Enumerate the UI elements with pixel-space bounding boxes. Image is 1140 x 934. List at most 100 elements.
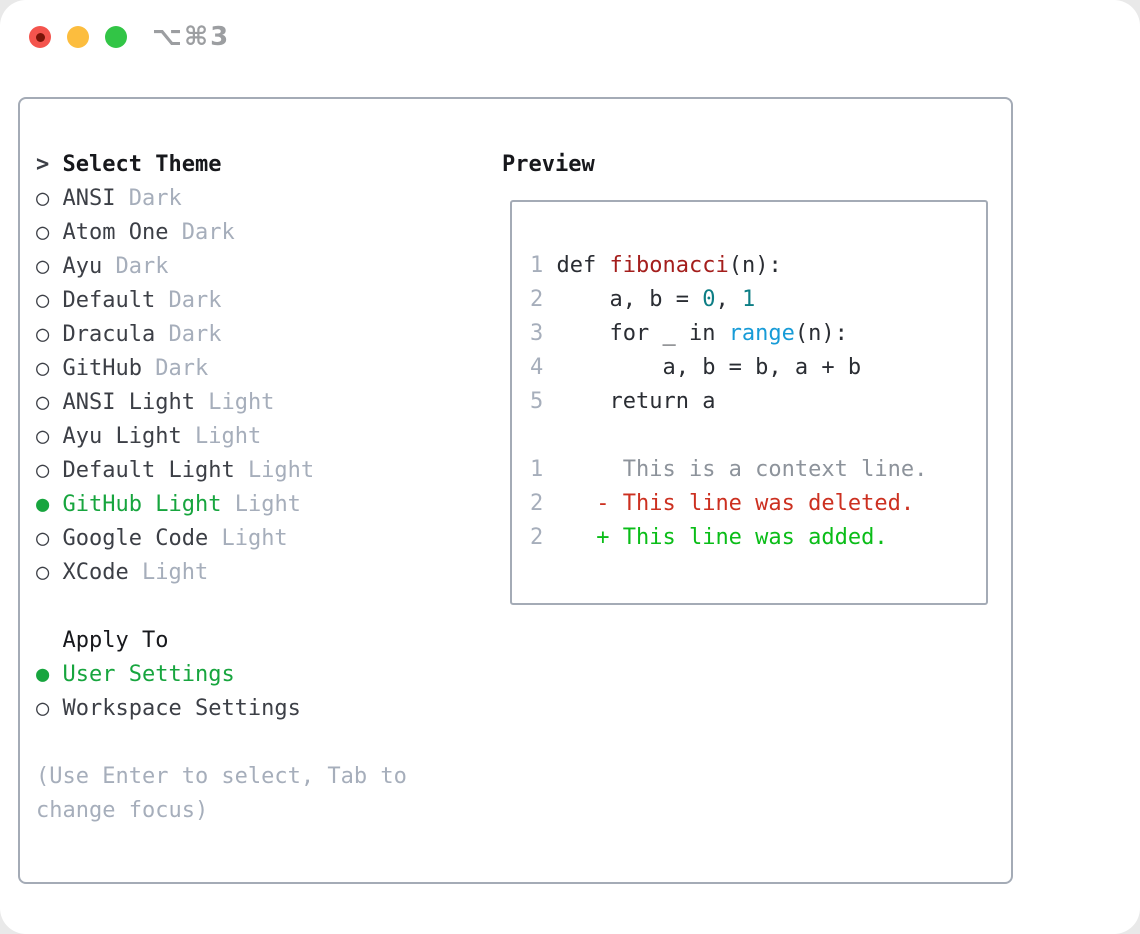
theme-name-label: ANSI Light	[62, 390, 195, 415]
apply-to-header: Apply To	[62, 628, 169, 653]
code-line: 4 a, b = b, a + b	[530, 351, 986, 385]
zoom-button[interactable]	[105, 26, 127, 48]
theme-name-label: GitHub	[62, 356, 142, 381]
theme-variant-label: Light	[234, 492, 301, 517]
code-segment-plain: for _ in	[556, 321, 729, 346]
theme-option[interactable]: ○ Dracula Dark	[36, 318, 476, 352]
line-number: 3	[530, 321, 544, 346]
radio-selected-icon: ●	[36, 662, 50, 687]
titlebar: ⌥⌘3	[0, 0, 1140, 74]
theme-variant-label: Light	[208, 390, 275, 415]
theme-variant-label: Light	[141, 560, 209, 585]
theme-picker-title: Select Theme	[62, 152, 222, 177]
code-segment-number: 0	[702, 287, 716, 312]
code-line: 5 return a	[530, 385, 986, 419]
theme-option[interactable]: ● GitHub Light Light	[36, 488, 476, 522]
apply-to-option[interactable]: ○ Workspace Settings	[36, 692, 476, 726]
main-panel: > Select Theme ○ ANSI Dark○ Atom One Dar…	[18, 97, 1013, 884]
theme-list: ○ ANSI Dark○ Atom One Dark○ Ayu Dark○ De…	[36, 182, 476, 590]
line-number: 1	[530, 253, 544, 278]
radio-unselected-icon: ○	[36, 356, 50, 381]
code-segment-function: fibonacci	[609, 253, 729, 278]
theme-variant-label: Dark	[115, 254, 169, 279]
theme-picker-header: > Select Theme	[36, 148, 476, 182]
theme-variant-label: Dark	[168, 288, 222, 313]
radio-unselected-icon: ○	[36, 390, 50, 415]
radio-unselected-icon: ○	[36, 186, 50, 211]
apply-to-option[interactable]: ● User Settings	[36, 658, 476, 692]
line-number: 2	[530, 525, 544, 550]
cursor-icon: >	[36, 152, 50, 177]
radio-selected-icon: ●	[36, 492, 50, 517]
theme-variant-label: Dark	[181, 220, 235, 245]
radio-unselected-icon: ○	[36, 288, 50, 313]
theme-name-label: ANSI	[62, 186, 116, 211]
theme-name-label: GitHub Light	[62, 492, 222, 517]
code-segment-plain: ,	[715, 287, 742, 312]
code-segment-plain: a, b = b, a + b	[556, 355, 862, 380]
radio-unselected-icon: ○	[36, 254, 50, 279]
diff-line: 2 - This line was deleted.	[530, 487, 986, 521]
code-segment-deleted: - This line was deleted.	[556, 491, 915, 516]
theme-option[interactable]: ○ Default Light Light	[36, 454, 476, 488]
code-line: 3 for _ in range(n):	[530, 317, 986, 351]
radio-unselected-icon: ○	[36, 526, 50, 551]
line-number: 1	[530, 457, 544, 482]
code-segment-plain: (n):	[794, 321, 848, 346]
window-title: ⌥⌘3	[152, 22, 231, 52]
spacer-row	[530, 419, 986, 453]
theme-option[interactable]: ○ ANSI Dark	[36, 182, 476, 216]
theme-option[interactable]: ○ GitHub Dark	[36, 352, 476, 386]
radio-unselected-icon: ○	[36, 322, 50, 347]
radio-unselected-icon: ○	[36, 220, 50, 245]
minimize-button[interactable]	[67, 26, 89, 48]
code-segment-number: 1	[741, 287, 756, 312]
code-segment-added: + This line was added.	[556, 525, 888, 550]
diff-preview: 1 This is a context line.2 - This line w…	[530, 453, 986, 555]
code-line: 2 a, b = 0, 1	[530, 283, 986, 317]
theme-variant-label: Light	[247, 458, 315, 483]
theme-name-label: Default Light	[62, 458, 235, 483]
theme-name-label: Ayu Light	[62, 424, 182, 449]
radio-unselected-icon: ○	[36, 458, 50, 483]
close-button[interactable]	[29, 26, 51, 48]
diff-line: 1 This is a context line.	[530, 453, 986, 487]
theme-name-label: Default	[62, 288, 156, 313]
theme-option[interactable]: ○ Atom One Dark	[36, 216, 476, 250]
keyboard-hint: (Use Enter to select, Tab to change focu…	[36, 764, 407, 823]
theme-option[interactable]: ○ XCode Light	[36, 556, 476, 590]
theme-variant-label: Dark	[168, 322, 222, 347]
theme-option[interactable]: ○ Ayu Dark	[36, 250, 476, 284]
apply-to-label: Workspace Settings	[62, 696, 301, 721]
code-segment-context: This is a context line.	[556, 457, 928, 482]
theme-option[interactable]: ○ Google Code Light	[36, 522, 476, 556]
code-segment-plain: a, b =	[556, 287, 703, 312]
code-line: 1 def fibonacci(n):	[530, 249, 986, 283]
spacer-row	[36, 590, 476, 624]
preview-title: Preview	[502, 152, 595, 177]
line-number: 4	[530, 355, 544, 380]
theme-option[interactable]: ○ Default Dark	[36, 284, 476, 318]
apply-to-label: User Settings	[62, 662, 235, 687]
theme-variant-label: Dark	[155, 356, 209, 381]
diff-line: 2 + This line was added.	[530, 521, 986, 555]
code-segment-plain: def	[556, 253, 610, 278]
apply-to-list: ● User Settings○ Workspace Settings	[36, 658, 476, 726]
spacer-row	[36, 726, 476, 760]
theme-variant-label: Light	[221, 526, 288, 551]
line-number: 2	[530, 287, 544, 312]
radio-unselected-icon: ○	[36, 560, 50, 585]
theme-option[interactable]: ○ ANSI Light Light	[36, 386, 476, 420]
theme-name-label: Ayu	[62, 254, 103, 279]
code-segment-plain: (n):	[728, 253, 782, 278]
radio-unselected-icon: ○	[36, 424, 50, 449]
line-number: 5	[530, 389, 544, 414]
theme-option[interactable]: ○ Ayu Light Light	[36, 420, 476, 454]
radio-unselected-icon: ○	[36, 696, 50, 721]
theme-variant-label: Light	[194, 424, 262, 449]
theme-picker: > Select Theme ○ ANSI Dark○ Atom One Dar…	[36, 148, 476, 828]
code-segment-plain: return a	[556, 389, 716, 414]
theme-name-label: XCode	[62, 560, 129, 585]
